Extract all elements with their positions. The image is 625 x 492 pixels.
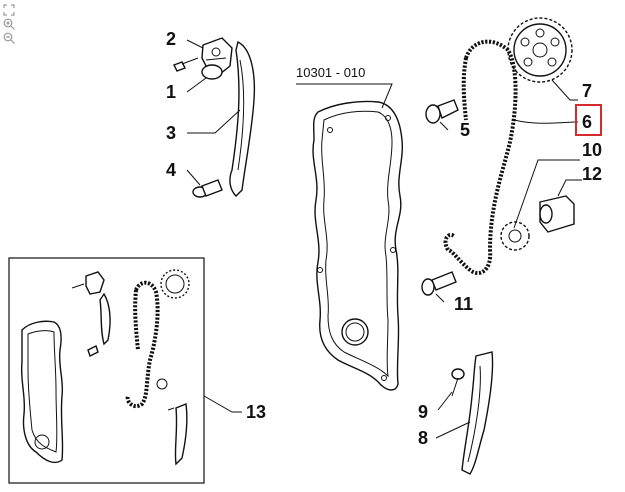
label-8: 8 <box>418 428 428 448</box>
label-7: 7 <box>582 81 592 101</box>
bolt-part-2[interactable] <box>173 57 199 72</box>
zoom-out-button[interactable] <box>3 31 15 44</box>
zoom-out-icon <box>3 32 15 44</box>
label-3: 3 <box>166 123 176 143</box>
highlight-box <box>575 104 602 136</box>
crank-sprocket-part-10[interactable] <box>500 221 530 251</box>
hub-part-12[interactable] <box>539 195 575 233</box>
label-6: 6 <box>582 112 592 132</box>
pin-part-4[interactable] <box>192 179 223 198</box>
chain-guide-part-3[interactable] <box>229 40 256 197</box>
tensioner-assembly[interactable] <box>201 37 233 80</box>
bolt-part-9[interactable] <box>451 368 465 397</box>
label-9: 9 <box>418 402 428 422</box>
guide-part-8[interactable] <box>461 351 494 475</box>
bolt-part-5[interactable] <box>425 99 459 124</box>
fullscreen-button[interactable] <box>3 3 15 16</box>
label-2: 2 <box>166 29 176 49</box>
camshaft-sprocket-part-7[interactable] <box>507 17 573 83</box>
zoom-in-icon <box>3 18 15 30</box>
label-5: 5 <box>460 120 470 140</box>
zoom-in-button[interactable] <box>3 17 15 30</box>
label-11: 11 <box>454 294 473 314</box>
label-4: 4 <box>166 160 176 180</box>
timing-cover[interactable] <box>312 100 404 391</box>
cover-part-code: 10301 - 010 <box>296 65 365 80</box>
label-12: 12 <box>582 164 602 184</box>
timing-chain-part-6[interactable] <box>443 39 518 276</box>
bolt-part-11[interactable] <box>421 271 457 296</box>
label-1: 1 <box>166 82 176 102</box>
fullscreen-icon <box>3 4 15 16</box>
label-10: 10 <box>582 140 602 160</box>
label-13: 13 <box>246 402 266 422</box>
kit-inset-contents <box>20 269 190 466</box>
